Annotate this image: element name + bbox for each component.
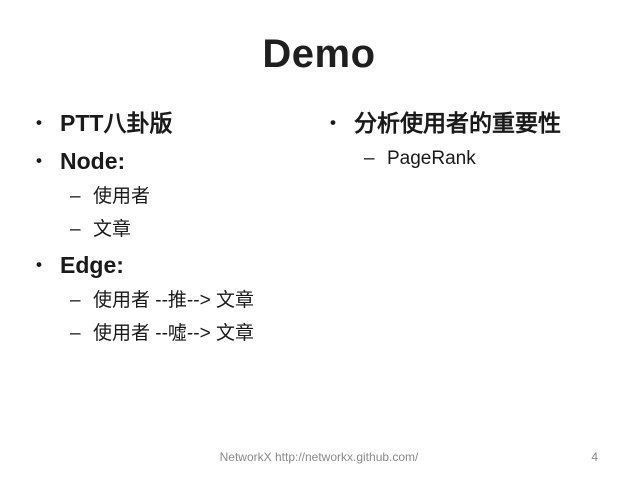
sub-bullet-item: – PageRank xyxy=(364,146,610,172)
right-column: • 分析使用者的重要性 – PageRank xyxy=(330,108,610,179)
sub-bullet-item: – 使用者 --推--> 文章 xyxy=(70,288,316,314)
dash-icon: – xyxy=(70,290,81,311)
sub-bullet-text: 使用者 --推--> 文章 xyxy=(93,290,254,311)
sub-bullet-item: – 文章 xyxy=(70,217,316,243)
slide-title: Demo xyxy=(262,32,376,76)
sub-bullet-text: 文章 xyxy=(93,219,132,240)
sub-bullet-text: PageRank xyxy=(387,148,476,169)
page-number: 4 xyxy=(591,450,598,464)
bullet-item: • Edge: xyxy=(36,250,316,280)
bullet-text: Edge: xyxy=(60,252,124,278)
bullet-item: • 分析使用者的重要性 xyxy=(330,108,610,138)
dash-icon: – xyxy=(364,148,375,169)
bullet-icon: • xyxy=(36,151,42,170)
footer-text: NetworkX http://networkx.github.com/ xyxy=(219,450,419,464)
bullet-text: PTT八卦版 xyxy=(60,110,173,136)
bullet-icon: • xyxy=(36,255,42,274)
slide-footer: NetworkX http://networkx.github.com/ 4 xyxy=(0,450,638,466)
sub-bullet-text: 使用者 xyxy=(93,186,151,207)
bullet-text: 分析使用者的重要性 xyxy=(354,110,561,136)
dash-icon: – xyxy=(70,219,81,240)
bullet-item: • Node: xyxy=(36,146,316,176)
left-column: • PTT八卦版 • Node: – 使用者 – 文章 • Edge: – 使用… xyxy=(36,108,316,354)
sub-bullet-item: – 使用者 --噓--> 文章 xyxy=(70,321,316,347)
bullet-icon: • xyxy=(36,113,42,132)
bullet-item: • PTT八卦版 xyxy=(36,108,316,138)
dash-icon: – xyxy=(70,186,81,207)
bullet-icon: • xyxy=(330,113,336,132)
sub-bullet-item: – 使用者 xyxy=(70,184,316,210)
bullet-text: Node: xyxy=(60,148,126,174)
sub-bullet-text: 使用者 --噓--> 文章 xyxy=(93,323,254,344)
dash-icon: – xyxy=(70,323,81,344)
